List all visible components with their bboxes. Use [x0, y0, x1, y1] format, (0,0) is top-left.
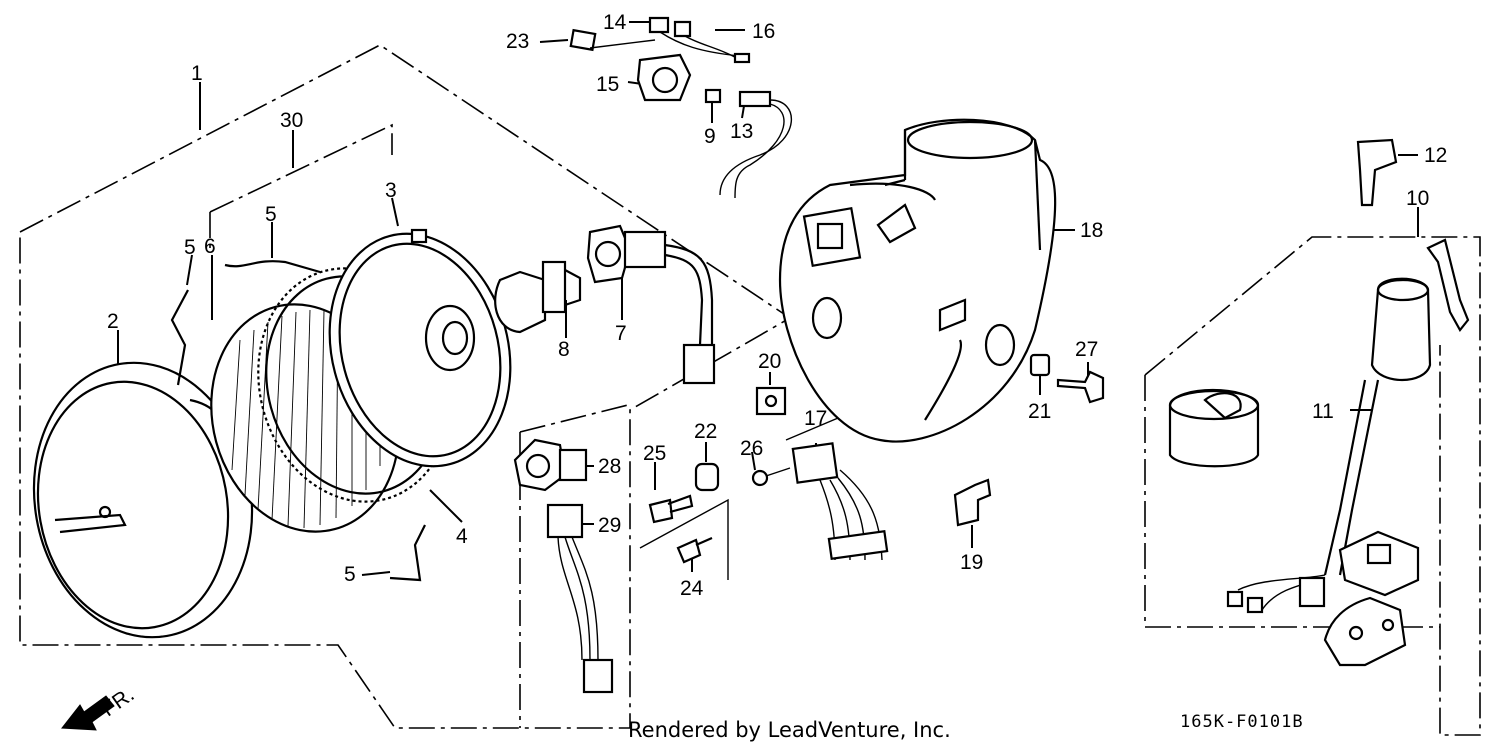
- callout-24: 24: [680, 577, 704, 600]
- callout-20: 20: [758, 350, 781, 373]
- callout-10: 10: [1406, 187, 1429, 210]
- callout-5a: 5: [184, 236, 196, 259]
- callout-27: 27: [1075, 338, 1098, 361]
- direction-label: FR.: [98, 683, 139, 721]
- callout-29: 29: [598, 514, 621, 537]
- callout-28: 28: [598, 455, 621, 478]
- callout-19: 19: [960, 551, 983, 574]
- part-5-clips: [170, 260, 426, 582]
- callout-numbers: 1 2 3 4 5 5 5 6 7 8 9 10 11 12 13 14 15 …: [107, 11, 1447, 600]
- callout-3: 3: [385, 179, 397, 202]
- small-hardware: [648, 353, 1105, 564]
- part-10-11-12-ignition-switch: [1168, 138, 1470, 667]
- callout-2: 2: [107, 310, 119, 333]
- callout-5b: 5: [265, 203, 277, 226]
- render-credit: Rendered by LeadVenture, Inc.: [628, 718, 951, 742]
- callout-6: 6: [204, 235, 216, 258]
- callout-5c: 5: [344, 563, 356, 586]
- callout-18: 18: [1080, 219, 1103, 242]
- callout-9: 9: [704, 125, 716, 148]
- callout-4: 4: [456, 525, 468, 548]
- callout-14: 14: [603, 11, 627, 34]
- callout-7: 7: [615, 322, 627, 345]
- callout-13: 13: [730, 120, 753, 143]
- part-28-29-socket-harness: [513, 438, 614, 694]
- callout-16: 16: [752, 20, 775, 43]
- group-boundaries: [19, 44, 1481, 736]
- part-3-reflector: [328, 228, 512, 468]
- callout-11: 11: [1312, 400, 1334, 423]
- callout-17: 17: [804, 407, 827, 430]
- part-20-nut: [755, 386, 787, 416]
- callout-23: 23: [506, 30, 529, 53]
- part-9-13-bulb-socket: [704, 88, 793, 199]
- part-18-headlight-case: [778, 118, 1057, 443]
- direction-arrow-icon: FR.: [61, 683, 139, 731]
- part-7-socket: [586, 224, 716, 385]
- callout-21: 21: [1028, 400, 1051, 423]
- callout-15: 15: [596, 73, 619, 96]
- callout-12: 12: [1424, 144, 1447, 167]
- callout-30: 30: [280, 109, 303, 132]
- part-14-16-23-indicator: [569, 16, 751, 102]
- callout-22: 22: [694, 420, 717, 443]
- callout-8: 8: [558, 338, 570, 361]
- callout-25: 25: [643, 442, 666, 465]
- part-17-relay: [791, 442, 889, 561]
- callout-1: 1: [191, 62, 203, 85]
- part-8-bulb: [494, 260, 582, 334]
- callout-26: 26: [740, 437, 763, 460]
- diagram-code: 165K-F0101B: [1180, 712, 1304, 732]
